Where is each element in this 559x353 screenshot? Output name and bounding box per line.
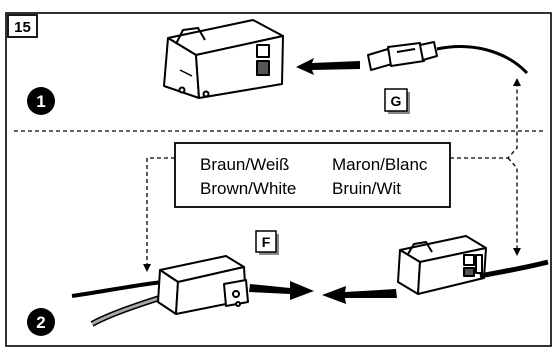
- connector-housing-icon: [397, 235, 487, 295]
- step-number-1: 1: [36, 92, 45, 111]
- callout-f-label: F: [262, 234, 271, 250]
- figure-frame: [5, 12, 552, 347]
- arrow-icon: [322, 286, 397, 304]
- wire-icon: [479, 259, 549, 279]
- wire-icon: [436, 45, 529, 75]
- blade-terminal-icon: [367, 41, 438, 71]
- figure-number-box: 15: [7, 14, 38, 38]
- arrow-icon: [296, 58, 360, 75]
- figure-number: 15: [14, 19, 31, 36]
- legend-color-nl: Bruin/Wit: [332, 179, 401, 198]
- step-badge-1: 1: [27, 87, 55, 115]
- wire-icon: [71, 280, 163, 298]
- leader-lines: [143, 78, 521, 272]
- callout-g: G: [384, 88, 410, 114]
- legend-color-en: Brown/White: [200, 179, 296, 198]
- callout-f: F: [255, 230, 279, 255]
- legend-color-fr: Maron/Blanc: [332, 155, 428, 174]
- arrow-icon: [249, 281, 314, 300]
- connector-housing-icon: [157, 255, 249, 315]
- connector-housing-icon: [163, 19, 284, 99]
- step-badge-2: 2: [27, 308, 55, 336]
- callout-g-label: G: [391, 93, 402, 109]
- wire-color-legend: Braun/Weiß Maron/Blanc Brown/White Bruin…: [174, 142, 451, 208]
- legend-color-de: Braun/Weiß: [200, 155, 289, 174]
- step-number-2: 2: [36, 313, 45, 332]
